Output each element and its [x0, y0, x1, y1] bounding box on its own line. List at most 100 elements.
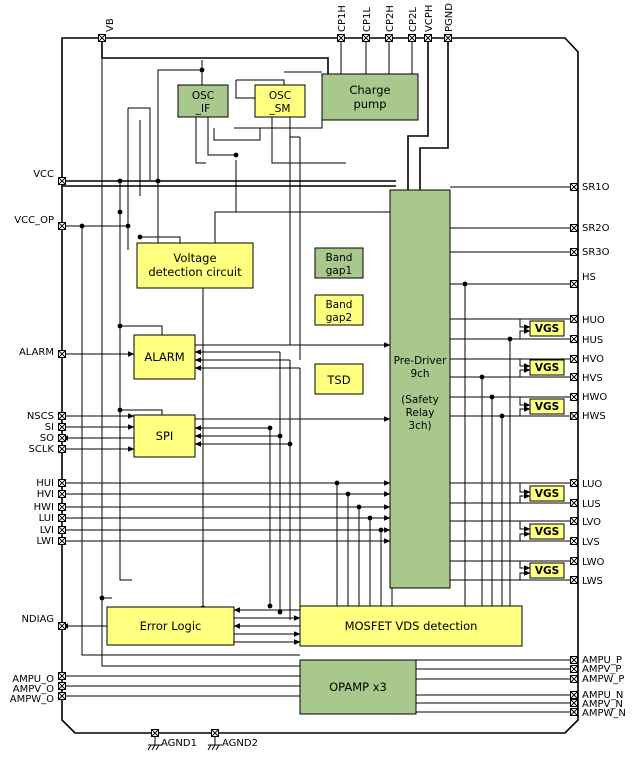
error-logic-label: Error Logic	[140, 619, 202, 633]
pre-driver-block: Pre-Driver 9ch (Safety Relay 3ch)	[389, 189, 451, 589]
pre-driver-line5: Relay	[406, 407, 435, 419]
alarm-block-label: ALARM	[144, 350, 184, 364]
pin-terminal-alarm	[58, 350, 66, 358]
pin-label-vcph: VCPH	[424, 5, 435, 32]
voltage-detection-block: Voltage detection circuit	[136, 242, 254, 289]
pin-terminal-sr2o	[570, 224, 578, 232]
agnd2-ground-icon	[207, 744, 222, 751]
pin-label-huo: HUO	[582, 315, 605, 326]
vgs-wiring	[450, 318, 574, 606]
pin-terminal-hvi	[58, 490, 66, 498]
vgs-block-5: VGS	[529, 523, 565, 540]
band-gap1-block: Band gap1	[314, 247, 364, 279]
pin-terminal-hvo	[570, 355, 578, 363]
pin-terminal-agnd2	[211, 729, 219, 737]
pin-terminal-ampv-o	[58, 682, 66, 690]
pin-terminal-ampw-o	[58, 692, 66, 700]
pin-label-ampu-o: AMPU_O	[12, 674, 54, 685]
osc-sm-line2: _SM	[269, 103, 291, 115]
agnd1-ground-icon	[147, 744, 162, 751]
pin-label-hws: HWS	[582, 411, 606, 422]
mosfet-vds-label: MOSFET VDS detection	[345, 619, 478, 633]
pin-label-ampw-o: AMPW_O	[10, 694, 54, 705]
pin-label-hvo: HVO	[582, 354, 604, 365]
pin-terminal-cp2l	[408, 34, 416, 42]
pin-label-sr1o: SR1O	[582, 182, 610, 193]
pin-label-luo: LUO	[582, 479, 602, 490]
pin-label-ampw-n: AMPW_N	[582, 708, 626, 719]
pin-label-cp1h: CP1H	[337, 5, 348, 32]
pin-label-so: SO	[40, 433, 54, 444]
pin-label-lws: LWS	[582, 576, 603, 587]
pin-label-ampw-p: AMPW_P	[582, 674, 624, 685]
pin-label-sr3o: SR3O	[582, 247, 610, 258]
pin-label-lvo: LVO	[582, 517, 601, 528]
pin-terminal-hus	[570, 335, 578, 343]
pin-terminal-lus	[570, 499, 578, 507]
pin-terminal-ampu-o	[58, 672, 66, 680]
pin-terminal-luo	[570, 479, 578, 487]
junction-dots	[79, 67, 513, 615]
band-gap2-block: Band gap2	[314, 294, 364, 326]
pin-label-lwo: LWO	[582, 557, 605, 568]
pin-label-pgnd: PGND	[444, 3, 455, 32]
vgs-label-5: VGS	[535, 526, 559, 538]
pin-terminal-lvo	[570, 517, 578, 525]
vgs-label-1: VGS	[535, 323, 559, 335]
pre-driver-line4: (Safety	[401, 394, 439, 406]
opamp-block: OPAMP x3	[299, 659, 417, 715]
vgs-arrows	[519, 319, 531, 580]
pin-label-lvi: LVI	[40, 525, 54, 536]
pin-terminal-lvi	[58, 526, 66, 534]
pin-terminal-ampw-p	[570, 675, 578, 683]
pin-terminal-vcc-op	[58, 222, 66, 230]
pin-terminal-hui	[58, 479, 66, 487]
pin-label-agnd2: AGND2	[222, 738, 258, 749]
pin-label-ampu-p: AMPU_P	[582, 655, 622, 666]
pin-terminal-cp1h	[337, 34, 345, 42]
pre-driver-line2: 9ch	[410, 368, 429, 380]
band-gap1-line2: gap1	[326, 265, 352, 277]
pin-label-vcc: VCC	[33, 169, 54, 180]
vgs-label-3: VGS	[535, 401, 559, 413]
pin-terminal-vcph	[424, 34, 432, 42]
pin-terminal-so	[58, 434, 66, 442]
pin-terminal-sr3o	[570, 248, 578, 256]
pin-label-lus: LUS	[582, 499, 601, 510]
osc-if-line2: _IF	[195, 103, 210, 115]
pin-label-lui: LUI	[39, 513, 54, 524]
pin-label-hui: HUI	[36, 478, 54, 489]
pin-terminal-lwi	[58, 537, 66, 545]
pin-label-ndiag: NDIAG	[21, 614, 54, 625]
pin-label-cp2l: CP2L	[408, 7, 419, 32]
pin-label-lvs: LVS	[582, 537, 600, 548]
pin-terminal-hs	[570, 280, 578, 288]
osc-sm-block: OSC _SM	[254, 84, 306, 118]
pin-terminal-hwi	[58, 503, 66, 511]
pin-terminal-lvs	[570, 537, 578, 545]
spi-block-label: SPI	[156, 429, 174, 443]
pin-label-ampv-n: AMPV_N	[582, 699, 623, 710]
voltage-detection-line1: Voltage	[173, 251, 216, 265]
vgs-block-2: VGS	[529, 359, 565, 376]
pin-label-vb: VB	[105, 18, 116, 32]
pin-terminal-agnd1	[151, 729, 159, 737]
pin-label-cp2h: CP2H	[385, 5, 396, 32]
pin-label-cp1l: CP1L	[362, 7, 373, 32]
pin-label-nscs: NSCS	[27, 411, 54, 422]
pin-label-sr2o: SR2O	[582, 223, 610, 234]
pin-terminal-pgnd	[444, 34, 452, 42]
vgs-label-4: VGS	[535, 488, 559, 500]
pin-label-ampv-p: AMPV_P	[582, 664, 621, 675]
osc-if-line1: OSC	[192, 90, 214, 102]
pin-label-vcc-op: VCC_OP	[14, 215, 54, 226]
pin-label-hvi: HVI	[37, 489, 54, 500]
pin-terminal-hvs	[570, 373, 578, 381]
vgs-block-4: VGS	[529, 485, 565, 502]
pre-driver-line1: Pre-Driver	[394, 355, 447, 367]
band-gap1-line1: Band	[326, 252, 353, 264]
vgs-block-1: VGS	[529, 320, 565, 337]
pin-terminal-cp1l	[362, 34, 370, 42]
pin-terminal-cp2h	[385, 34, 393, 42]
